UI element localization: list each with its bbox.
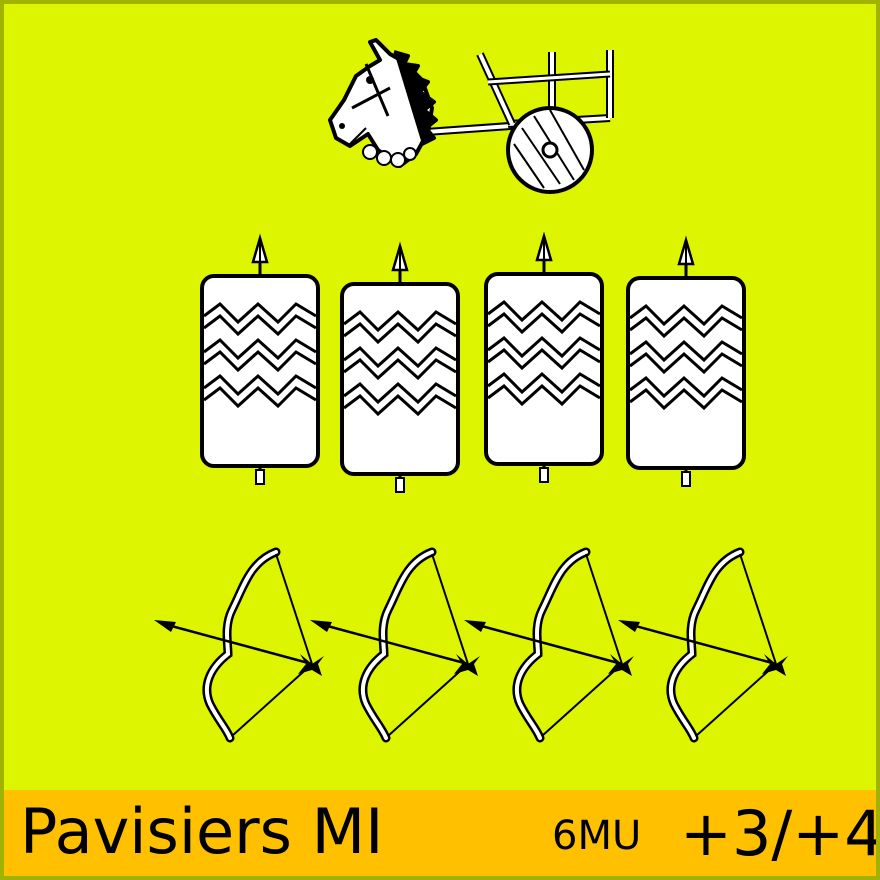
pavise-shield-icon [200, 236, 320, 486]
bow-icon [618, 552, 788, 738]
chariot-icon [328, 38, 614, 194]
combat-factor: +3/+4 [680, 797, 880, 870]
unit-name: Pavisiers MI [20, 795, 384, 868]
movement-rate: 6MU [552, 813, 642, 859]
bow-icon [310, 552, 480, 738]
pavise-shield-icon [340, 244, 460, 494]
pavise-shield-icon [626, 238, 746, 488]
unit-artwork [4, 38, 876, 794]
card-footer: Pavisiers MI 6MU +3/+4 [4, 790, 876, 876]
pavise-shield-icon [484, 234, 604, 484]
bow-icon [154, 552, 324, 738]
bow-icon [464, 552, 634, 738]
